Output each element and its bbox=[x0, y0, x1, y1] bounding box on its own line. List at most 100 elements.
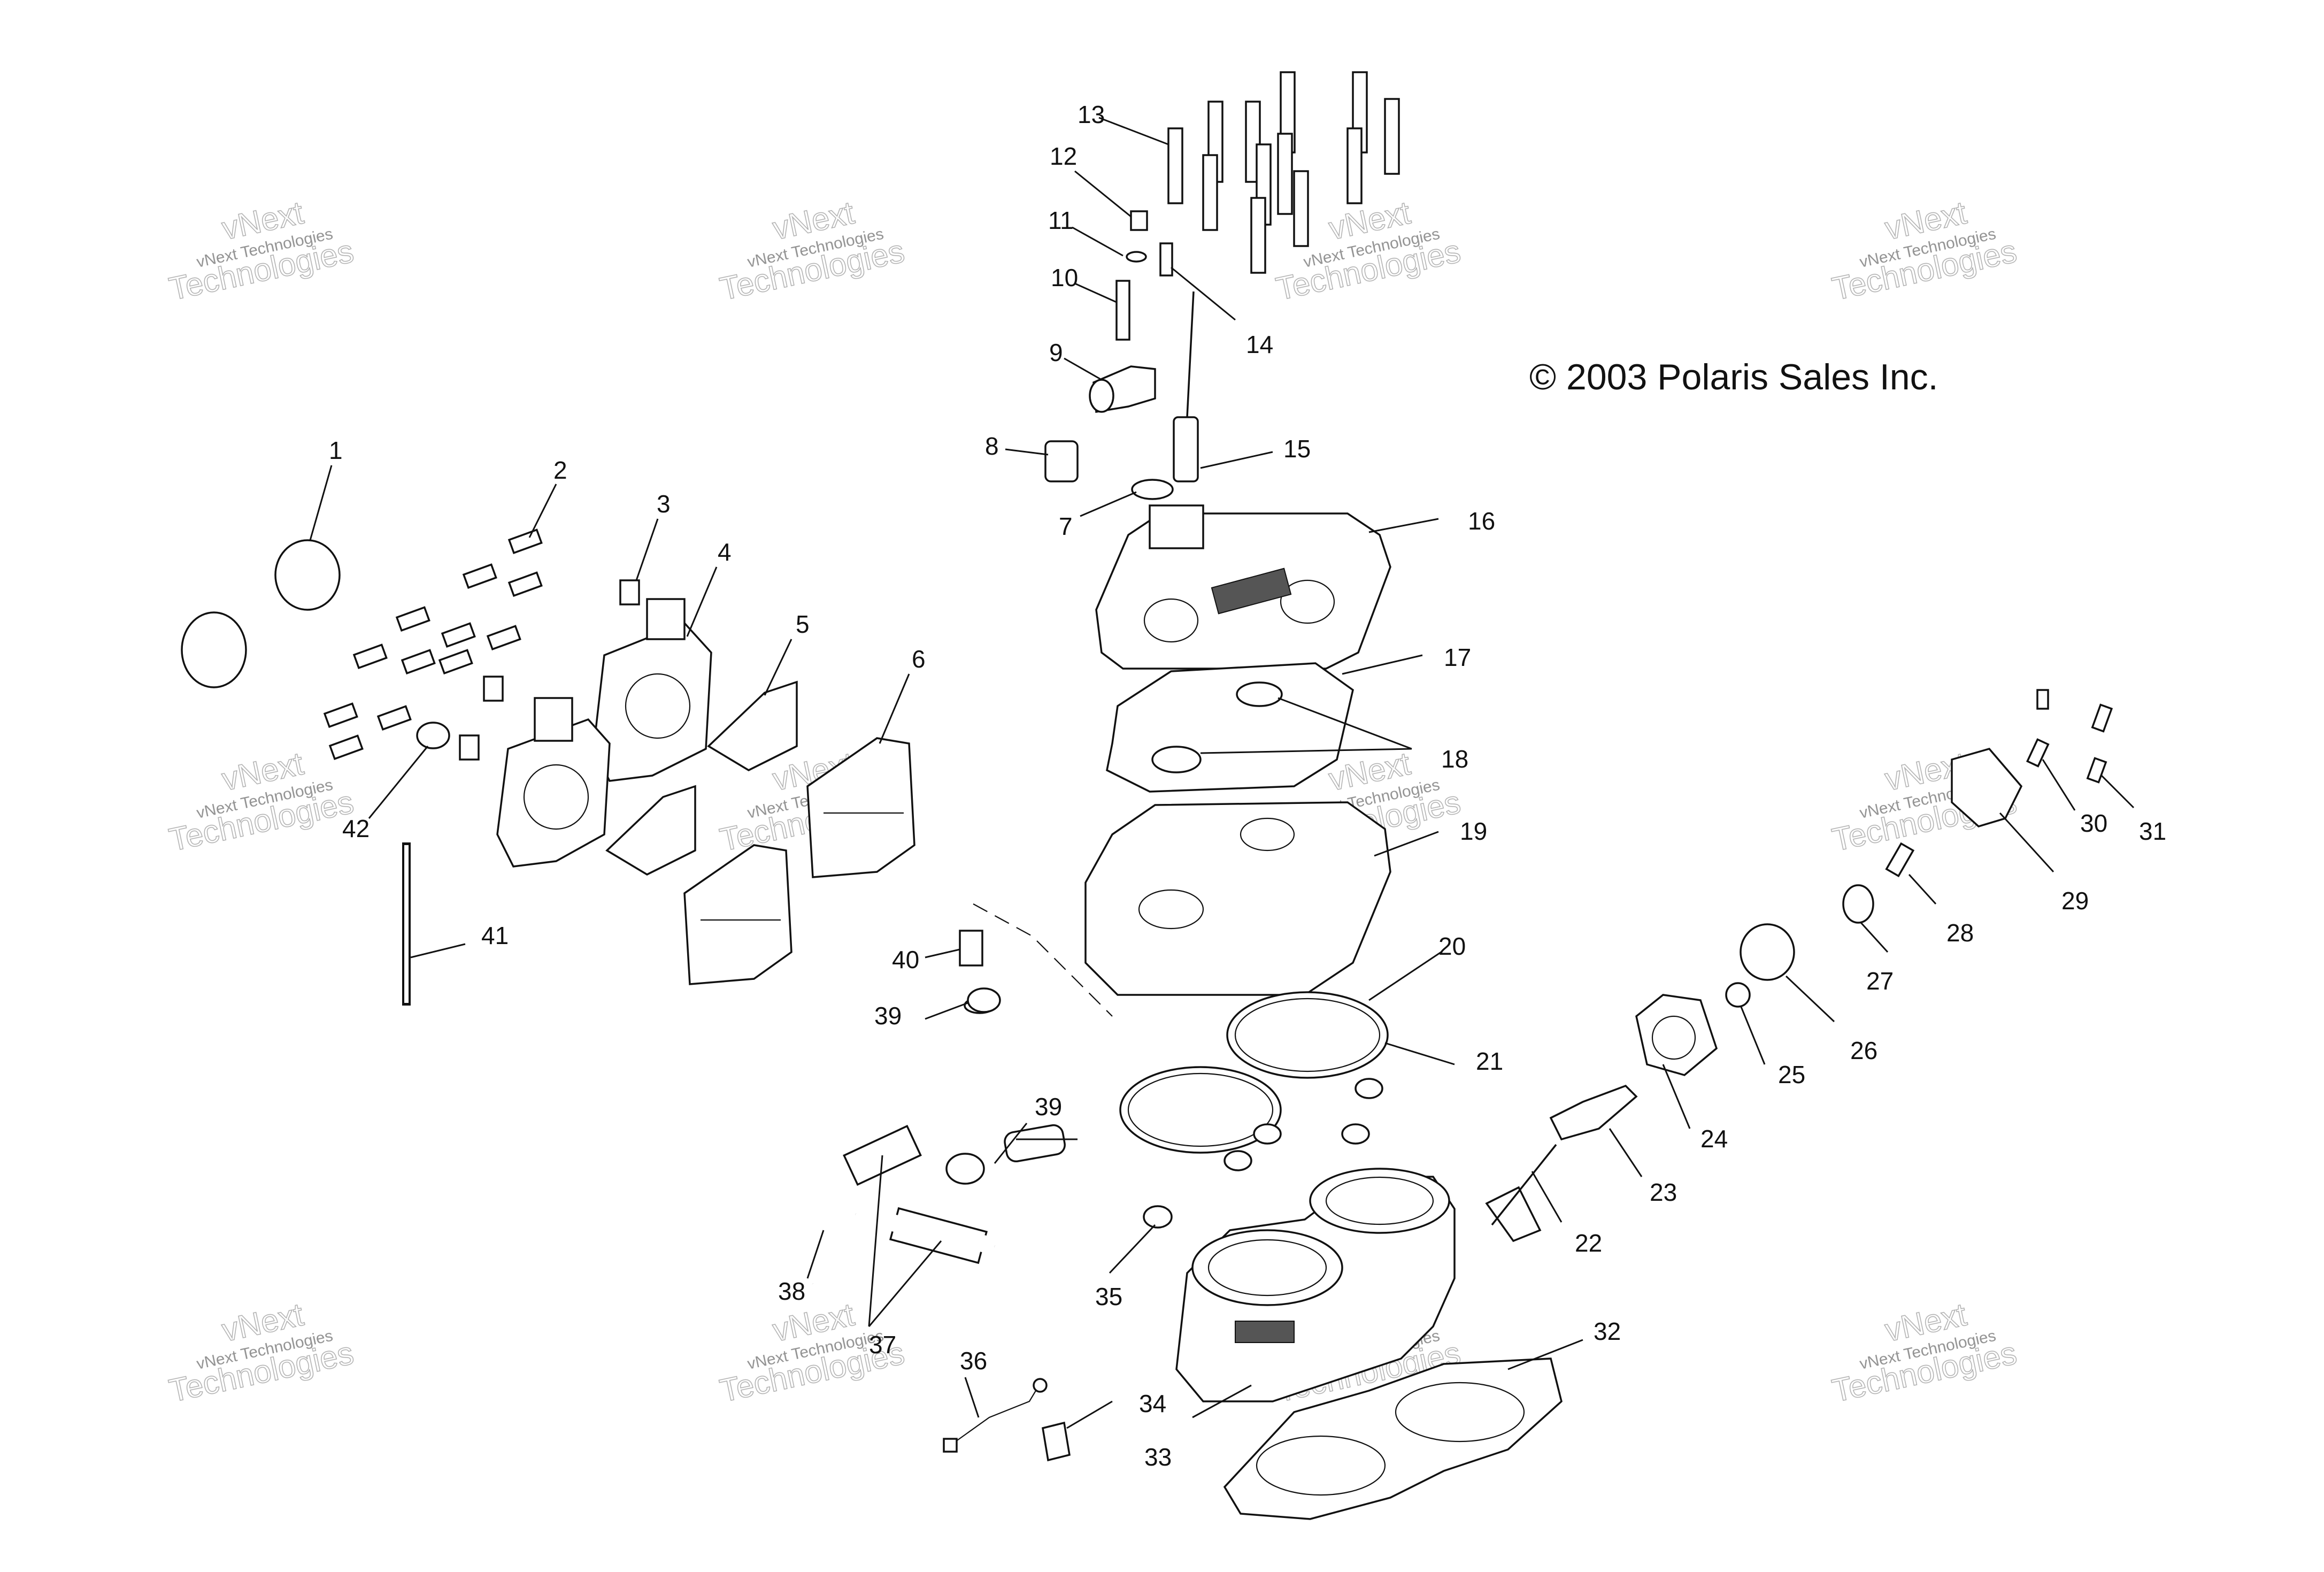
bolt bbox=[1250, 197, 1266, 274]
callout-20: 20 bbox=[1438, 932, 1466, 960]
washer-11 bbox=[1126, 251, 1147, 263]
callout-37: 37 bbox=[869, 1331, 896, 1359]
nut bbox=[1223, 1150, 1252, 1171]
bolt bbox=[486, 625, 521, 651]
callout-39: 39 bbox=[1035, 1093, 1062, 1121]
callout-9: 9 bbox=[1049, 339, 1063, 366]
housing-port bbox=[625, 673, 691, 739]
bolt bbox=[376, 705, 412, 731]
callout-13: 13 bbox=[1078, 101, 1105, 128]
parts bbox=[181, 71, 2113, 1520]
thermostat-8 bbox=[1044, 440, 1079, 482]
callout-26: 26 bbox=[1850, 1037, 1877, 1064]
bolt bbox=[1293, 170, 1309, 247]
head-chamber bbox=[1138, 889, 1204, 930]
gear-27 bbox=[1842, 884, 1874, 924]
head-bolts bbox=[1167, 71, 1400, 274]
callout-41: 41 bbox=[481, 922, 509, 949]
base-gasket-20b bbox=[1119, 1066, 1282, 1154]
watermark: vNext vNext Technologies Technologies bbox=[1829, 1296, 2020, 1409]
bolt-14 bbox=[1159, 242, 1173, 277]
housing-neck bbox=[534, 697, 573, 742]
fastener-3 bbox=[619, 579, 640, 605]
lead-terminal bbox=[1033, 1378, 1048, 1393]
bolt bbox=[462, 563, 497, 589]
fitting-40 bbox=[959, 930, 983, 967]
reed-bolts-2 bbox=[323, 528, 543, 761]
head-chamber bbox=[1240, 817, 1295, 852]
watermark: vNext vNext Technologies Technologies bbox=[166, 745, 357, 858]
bolt bbox=[328, 734, 364, 761]
bolt-30c bbox=[2036, 689, 2049, 710]
fitting-22 bbox=[1485, 1186, 1542, 1243]
bolt bbox=[401, 649, 436, 675]
washer-42 bbox=[416, 722, 450, 749]
callout-21: 21 bbox=[1476, 1047, 1503, 1075]
callout-34: 34 bbox=[1139, 1390, 1166, 1417]
cover-port bbox=[1143, 598, 1199, 643]
head-gasket-17 bbox=[1106, 662, 1354, 793]
bolt-30 bbox=[2026, 738, 2050, 768]
pump-housing-24 bbox=[1635, 994, 1718, 1076]
clamp-39 bbox=[945, 1153, 985, 1185]
callout-5: 5 bbox=[796, 610, 810, 638]
cover-outlet-boss bbox=[1149, 504, 1204, 549]
bolt bbox=[1202, 154, 1218, 231]
clamp-39-upper bbox=[967, 987, 1001, 1013]
nut-12 bbox=[1130, 210, 1148, 231]
bolt-31 bbox=[2086, 757, 2107, 784]
reed-housing-4 bbox=[592, 622, 712, 782]
cover-logo bbox=[1211, 568, 1292, 615]
hose-lower bbox=[853, 1206, 997, 1255]
bolt bbox=[323, 702, 358, 729]
spring-28 bbox=[1885, 842, 1915, 878]
housing-neck bbox=[646, 598, 686, 640]
cylinder-head-19 bbox=[1084, 801, 1391, 996]
cylinder-bore-inner bbox=[1207, 1239, 1327, 1297]
bolt bbox=[1277, 133, 1293, 215]
nut bbox=[1253, 1123, 1282, 1145]
nut bbox=[1355, 1078, 1383, 1099]
gasket-23 bbox=[1549, 1084, 1638, 1141]
callout-42: 42 bbox=[342, 815, 370, 842]
cylinder-bore-inner bbox=[1325, 1176, 1434, 1225]
callout-32: 32 bbox=[1594, 1317, 1621, 1345]
bolt-30b bbox=[2091, 703, 2113, 733]
callout-15: 15 bbox=[1283, 435, 1311, 463]
bolt bbox=[438, 649, 473, 675]
callout-3: 3 bbox=[657, 490, 671, 518]
callout-33: 33 bbox=[1144, 1443, 1172, 1471]
callout-7: 7 bbox=[1059, 512, 1073, 540]
callout-29: 29 bbox=[2061, 887, 2089, 915]
nut-35 bbox=[1143, 1205, 1173, 1229]
bolt bbox=[1346, 127, 1363, 204]
hose-fitting bbox=[1004, 1124, 1066, 1163]
o-ring-18a bbox=[1236, 681, 1283, 707]
callout-24: 24 bbox=[1700, 1125, 1728, 1153]
fitting-22-stem bbox=[1491, 1144, 1557, 1226]
callout-14: 14 bbox=[1246, 331, 1273, 358]
base-gasket-20 bbox=[1226, 991, 1389, 1079]
callout-10: 10 bbox=[1051, 264, 1078, 292]
callout-labels: 1234567891011121314151617181920212223242… bbox=[329, 101, 2166, 1471]
o-ring-18b bbox=[1151, 746, 1202, 773]
hose-clamp-1 bbox=[274, 539, 341, 611]
gasket-bore bbox=[1395, 1382, 1525, 1443]
watermark: vNext vNext Technologies Technologies bbox=[717, 194, 908, 308]
sensor-wire bbox=[1186, 291, 1195, 418]
reed-stuffer-5b bbox=[605, 785, 696, 876]
callout-38: 38 bbox=[778, 1277, 805, 1305]
callout-8: 8 bbox=[985, 432, 999, 460]
reed-stuffer-5 bbox=[707, 680, 798, 771]
sensor-lead-36 bbox=[951, 1387, 1038, 1445]
nut bbox=[1341, 1123, 1370, 1145]
callout-35: 35 bbox=[1095, 1283, 1122, 1310]
callout-25: 25 bbox=[1778, 1061, 1805, 1088]
gasket-bore bbox=[1256, 1435, 1386, 1496]
base-gasket-21 bbox=[1234, 998, 1381, 1072]
callout-18: 18 bbox=[1441, 745, 1468, 773]
reed-cage-6b bbox=[683, 844, 792, 985]
cylinder-bore bbox=[1309, 1168, 1450, 1234]
bolt bbox=[507, 571, 543, 597]
